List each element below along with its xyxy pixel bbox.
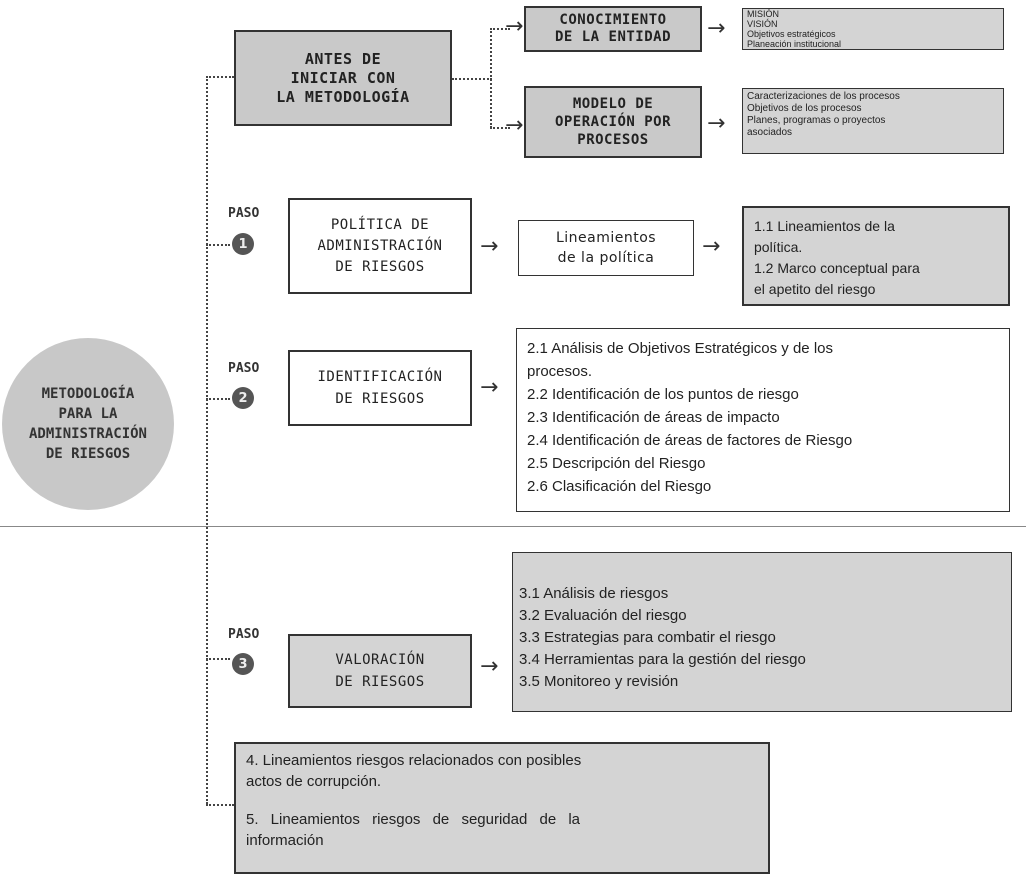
antes-title: ANTES DE INICIAR CON LA METODOLOGÍA	[276, 49, 410, 106]
methodology-label: METODOLOGÍA PARA LA ADMINISTRACIÓN DE RI…	[28, 386, 147, 462]
paso1-item: política.	[754, 239, 803, 255]
bottom-item: 5. Lineamientos riesgos de seguridad de …	[246, 811, 581, 828]
paso1-list: 1.1 Lineamientos de la política. 1.2 Mar…	[742, 206, 1010, 306]
paso1-box: POLÍTICA DE ADMINISTRACIÓN DE RIESGOS	[288, 198, 472, 294]
conocimiento-item: Objetivos estratégicos	[747, 29, 836, 39]
arrow-modelo-items: →	[707, 111, 726, 136]
paso2-number: 2	[232, 387, 254, 409]
branch-modelo-connector	[490, 127, 510, 129]
paso1-middle-box: Lineamientos de la política	[518, 220, 694, 276]
conocimiento-item: Planeación institucional	[747, 39, 842, 49]
conocimiento-item: MISIÓN	[747, 9, 780, 19]
modelo-item: Objetivos de los procesos	[747, 103, 862, 114]
paso3-item: 3.4 Herramientas para la gestión del rie…	[519, 651, 806, 668]
paso3-item: 3.2 Evaluación del riesgo	[519, 607, 687, 624]
antes-connector	[452, 78, 492, 80]
antes-branch-connector	[490, 28, 492, 128]
antes-box: ANTES DE INICIAR CON LA METODOLOGÍA	[234, 30, 452, 126]
modelo-item: asociados	[747, 127, 793, 138]
conocimiento-box: CONOCIMIENTO DE LA ENTIDAD	[524, 6, 702, 52]
paso2-title: IDENTIFICACIÓN DE RIESGOS	[317, 369, 443, 407]
paso2-item: 2.1 Análisis de Objetivos Estratégicos y…	[527, 340, 833, 357]
bottom-item: 4. Lineamientos riesgos relacionados con…	[246, 752, 582, 769]
paso2-item: 2.2 Identificación de los puntos de ries…	[527, 386, 799, 403]
paso3-list: 3.1 Análisis de riesgos 3.2 Evaluación d…	[512, 552, 1012, 712]
arrow-paso1-middle: →	[480, 234, 499, 259]
paso1-item: 1.1 Lineamientos de la	[754, 218, 895, 234]
bottom-item: información	[246, 832, 324, 849]
conocimiento-item: VISIÓN	[747, 19, 778, 29]
conocimiento-list: MISIÓN VISIÓN Objetivos estratégicos Pla…	[742, 8, 1004, 50]
paso3-item: 3.5 Monitoreo y revisión	[519, 673, 679, 690]
paso3-title: VALORACIÓN DE RIESGOS	[335, 652, 425, 690]
arrow-conocimiento-items: →	[707, 16, 726, 41]
spine-bottom-connector	[206, 804, 234, 806]
bottom-item: actos de corrupción.	[246, 773, 382, 790]
modelo-title: MODELO DE OPERACIÓN POR PROCESOS	[554, 96, 672, 148]
arrow-to-conocimiento: →	[505, 14, 524, 39]
paso1-connector	[206, 244, 230, 246]
methodology-circle: METODOLOGÍA PARA LA ADMINISTRACIÓN DE RI…	[2, 338, 174, 510]
paso1-title: POLÍTICA DE ADMINISTRACIÓN DE RIESGOS	[317, 216, 443, 275]
arrow-paso1-items: →	[702, 234, 721, 259]
paso2-number-text: 2	[238, 390, 248, 406]
paso3-item: 3.3 Estrategias para combatir el riesgo	[519, 629, 776, 646]
paso1-item: el apetito del riesgo	[754, 281, 876, 297]
paso2-list: 2.1 Análisis de Objetivos Estratégicos y…	[516, 328, 1010, 512]
modelo-box: MODELO DE OPERACIÓN POR PROCESOS	[524, 86, 702, 158]
modelo-list: Caracterizaciones de los procesos Objeti…	[742, 88, 1004, 154]
paso3-connector	[206, 658, 230, 660]
paso3-box: VALORACIÓN DE RIESGOS	[288, 634, 472, 708]
conocimiento-title: CONOCIMIENTO DE LA ENTIDAD	[554, 12, 672, 45]
modelo-item: Caracterizaciones de los procesos	[747, 91, 900, 102]
paso2-item: 2.5 Descripción del Riesgo	[527, 455, 706, 472]
paso2-label: PASO	[228, 361, 260, 376]
arrow-to-modelo: →	[505, 113, 524, 138]
spine-connector	[206, 76, 208, 804]
paso2-item: procesos.	[527, 363, 593, 380]
paso3-label: PASO	[228, 627, 260, 642]
paso2-item: 2.6 Clasificación del Riesgo	[527, 478, 712, 495]
paso3-number: 3	[232, 653, 254, 675]
paso2-item: 2.3 Identificación de áreas de impacto	[527, 409, 780, 426]
paso2-box: IDENTIFICACIÓN DE RIESGOS	[288, 350, 472, 426]
paso2-connector	[206, 398, 230, 400]
paso1-item: 1.2 Marco conceptual para	[754, 260, 920, 276]
paso1-number-text: 1	[238, 236, 248, 252]
modelo-item: Planes, programas o proyectos	[747, 115, 886, 126]
paso3-number-text: 3	[238, 656, 248, 672]
paso1-number: 1	[232, 233, 254, 255]
arrow-paso2-items: →	[480, 375, 499, 400]
paso1-middle-text: Lineamientos de la política	[555, 230, 657, 266]
paso1-label: PASO	[228, 206, 260, 221]
paso3-item: 3.1 Análisis de riesgos	[519, 585, 669, 602]
arrow-paso3-items: →	[480, 654, 499, 679]
bottom-box: 4. Lineamientos riesgos relacionados con…	[234, 742, 770, 874]
spine-top-connector	[206, 76, 234, 78]
section-divider	[0, 526, 1026, 527]
branch-conocimiento-connector	[490, 28, 510, 30]
paso2-item: 2.4 Identificación de áreas de factores …	[527, 432, 853, 449]
